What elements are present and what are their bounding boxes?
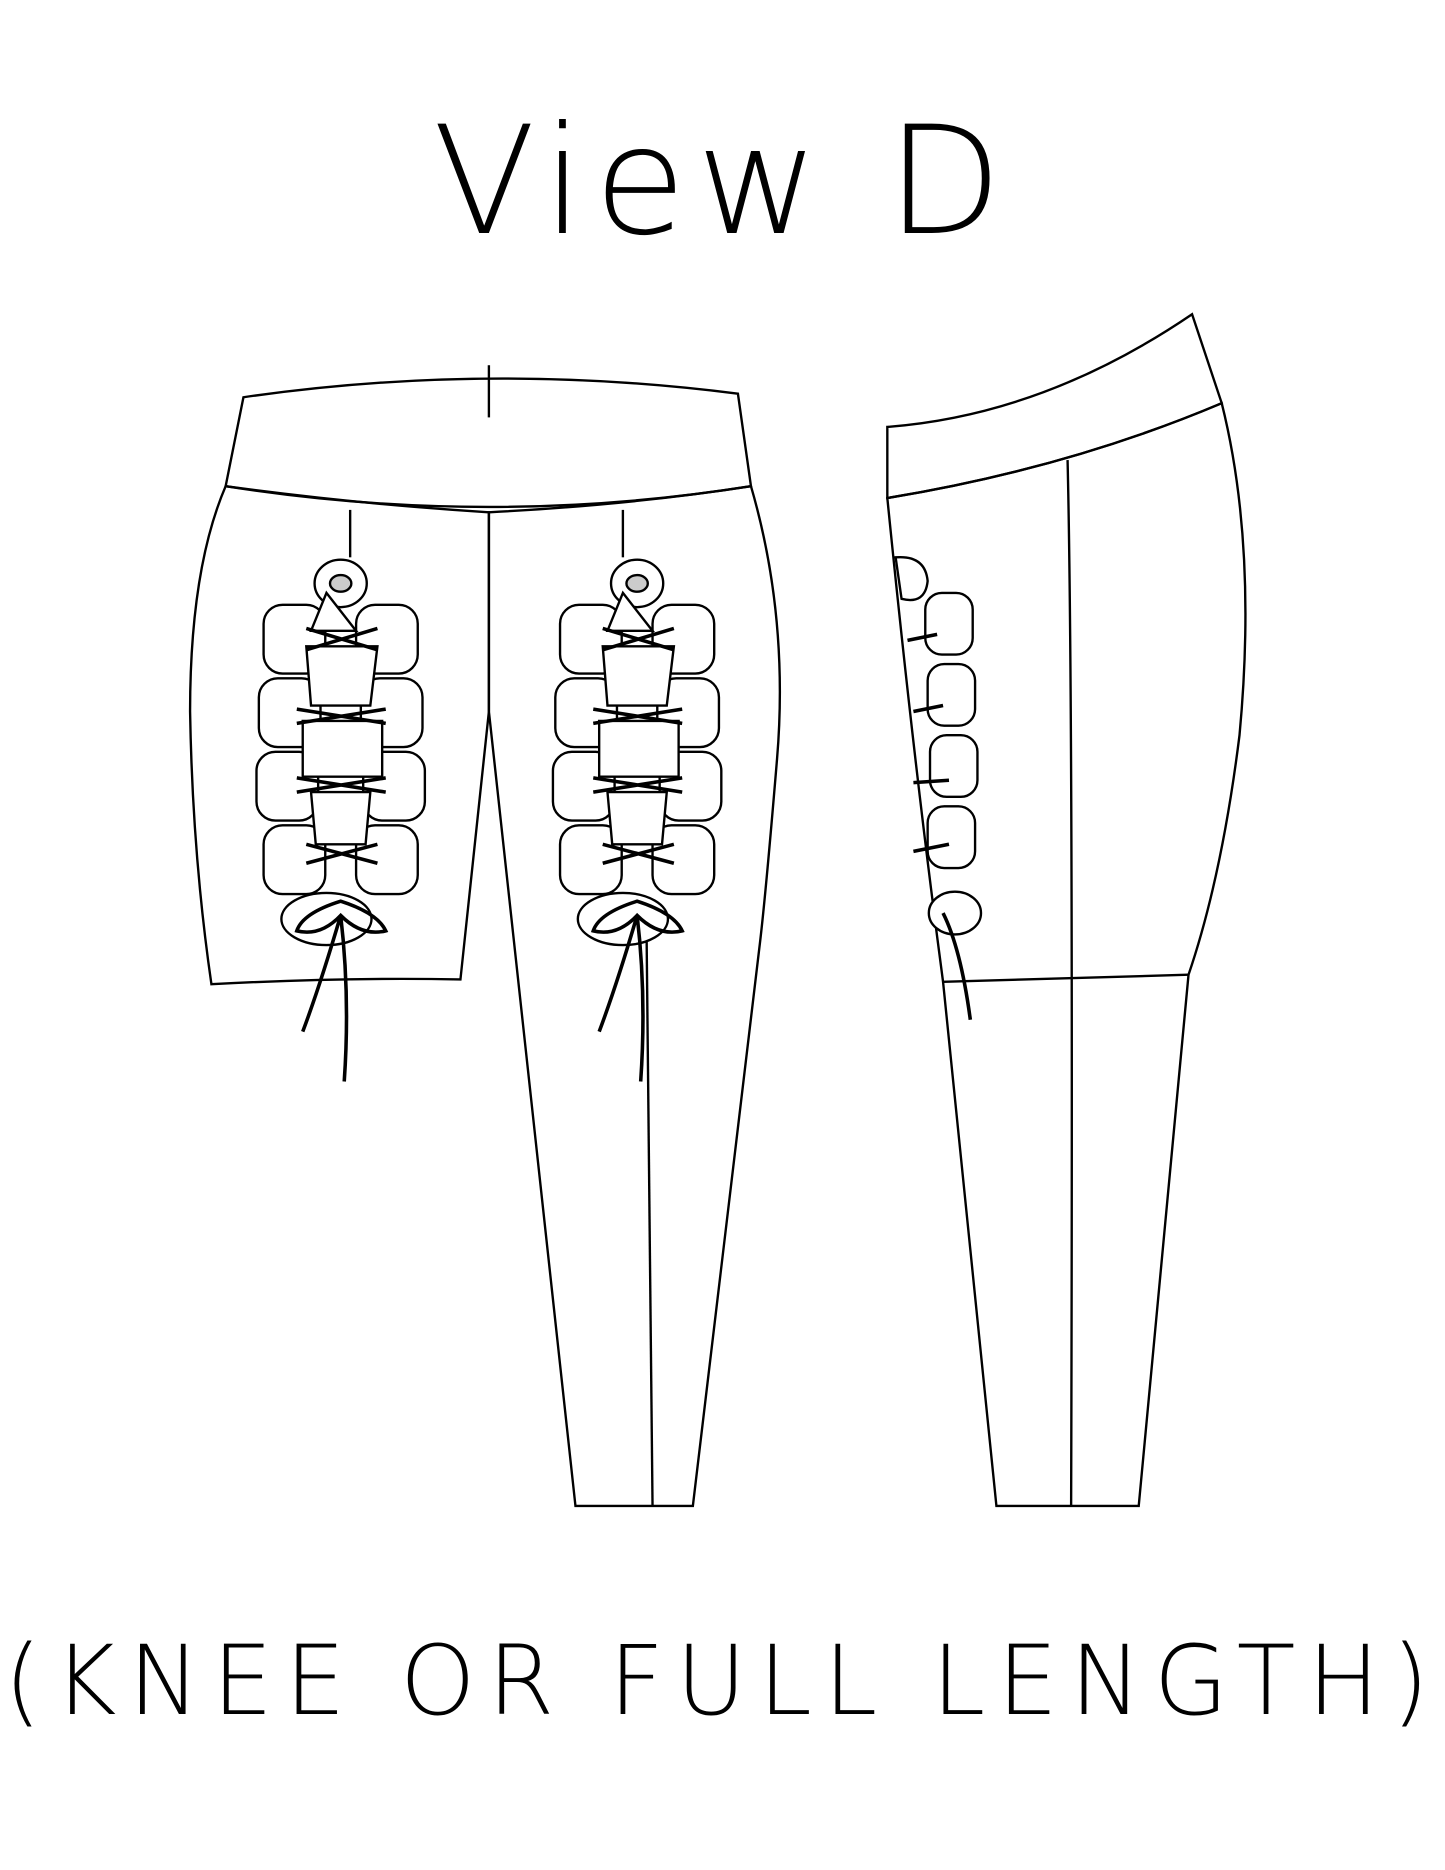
lacing-left xyxy=(255,558,427,1082)
side-leg xyxy=(886,401,1247,1508)
lacing-side xyxy=(894,555,983,1021)
lacing-right xyxy=(551,557,724,1084)
length-note: (KNEE OR FULL LENGTH) xyxy=(4,1625,1441,1737)
side-waistband xyxy=(886,312,1224,500)
side-view xyxy=(886,312,1247,1508)
view-title: View D xyxy=(432,95,1013,269)
front-view xyxy=(188,365,782,1508)
front-short-leg xyxy=(188,484,491,986)
front-waistband xyxy=(224,377,753,509)
